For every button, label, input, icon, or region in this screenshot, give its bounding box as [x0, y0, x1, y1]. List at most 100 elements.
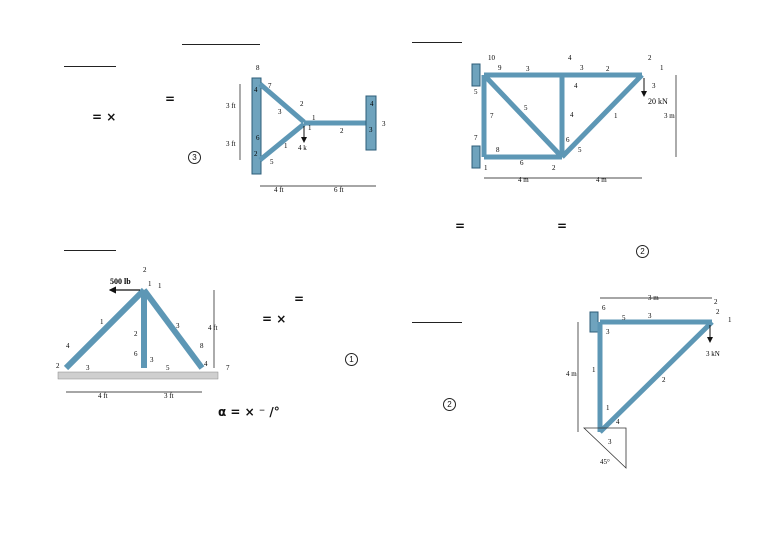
node-label: 4	[204, 360, 208, 368]
dof-label: 4	[568, 54, 572, 62]
truss-member	[258, 82, 306, 124]
node-label: 5	[474, 88, 478, 96]
dof-label: 7	[474, 134, 478, 142]
node-label: 4	[574, 82, 578, 90]
element-label: 3	[176, 322, 180, 330]
load-label: 500 lb	[110, 277, 131, 286]
dof-label: 7	[268, 82, 272, 90]
dof-label: 7	[226, 364, 230, 372]
dof-label: 4	[66, 342, 70, 350]
wall-support	[589, 311, 599, 333]
element-label: 3	[648, 312, 652, 320]
dof-label: 5	[622, 314, 626, 322]
equals-symbol: =	[455, 219, 466, 233]
element-label: 5	[524, 104, 528, 112]
node-label: 3	[652, 82, 656, 90]
dof-label: 1	[660, 64, 664, 72]
dof-label: 3	[382, 120, 386, 128]
node-label: 3	[369, 126, 373, 134]
dim-label: 4 m	[566, 370, 577, 378]
truss-member	[598, 320, 714, 434]
dim-label: 4 m	[518, 176, 529, 184]
element-label: 1	[592, 366, 596, 374]
element-label: 2	[662, 376, 666, 384]
dim-label: 3 ft	[164, 392, 174, 400]
dim-label: 4 ft	[274, 186, 284, 194]
load-label: 20 kN	[648, 97, 668, 106]
equals-times-symbols: = ×	[92, 110, 117, 124]
element-label: 2	[606, 65, 610, 73]
dof-label: 6	[602, 304, 606, 312]
truss-member	[63, 287, 147, 371]
dof-label: 4	[370, 100, 374, 108]
ground	[57, 371, 219, 380]
element-label: 7	[490, 112, 494, 120]
dof-label: 1	[158, 282, 162, 290]
dim-label: 3 ft	[226, 140, 236, 148]
dim-label: 3 m	[664, 112, 675, 120]
equals-symbol: =	[165, 92, 176, 106]
diagonal-member	[482, 73, 564, 159]
angle-label: 45°	[600, 458, 610, 466]
equals-symbol: =	[294, 292, 305, 306]
node-label: 1	[308, 124, 312, 132]
wall-support	[471, 63, 481, 87]
element-label: 1	[100, 318, 104, 326]
dim-label: 3 ft	[226, 102, 236, 110]
element-label: 4	[570, 111, 574, 119]
dof-label: 8	[256, 64, 260, 72]
dim-label: 6 ft	[334, 186, 344, 194]
node-label: 2	[552, 164, 556, 172]
wall-column	[251, 77, 262, 175]
dof-label: 3	[608, 438, 612, 446]
node-label: 2	[254, 150, 258, 158]
element-label: 1	[284, 142, 288, 150]
element-label: 3	[526, 65, 530, 73]
support-plate	[365, 95, 377, 151]
rule-top-middle	[182, 44, 260, 45]
rule-mid-left	[64, 250, 116, 251]
dof-label: 2	[143, 266, 147, 274]
element-label: 3	[278, 108, 282, 116]
dim-label: 4 m	[596, 176, 607, 184]
element-label: 6	[520, 159, 524, 167]
node-label: 4	[254, 86, 258, 94]
inclined-support	[583, 427, 627, 469]
diagonal-member	[560, 73, 644, 159]
element-label: 2	[340, 127, 344, 135]
dof-label: 5	[270, 158, 274, 166]
dof-label: 10	[488, 54, 496, 62]
node-label: 1	[484, 164, 488, 172]
circled-number: 3	[188, 151, 201, 164]
circled-number: 1	[345, 353, 358, 366]
element-label: 1	[614, 112, 618, 120]
dof-label: 8	[496, 146, 500, 154]
dof-label: 3	[580, 64, 584, 72]
dof-label: 4	[616, 418, 620, 426]
dof-label: 8	[200, 342, 204, 350]
rule-mid-right	[412, 322, 462, 323]
dim-label: 4 ft	[208, 324, 218, 332]
load-label: 4 k	[298, 144, 307, 152]
dof-label: 5	[578, 146, 582, 154]
alpha-equation: α = × ⁻ /°	[218, 405, 280, 419]
node-label: 3	[150, 356, 154, 364]
dof-label: 3	[86, 364, 90, 372]
dof-label: 2	[648, 54, 652, 62]
dof-label: 6	[256, 134, 260, 142]
rule-top-left	[64, 66, 116, 67]
circled-number: 2	[443, 398, 456, 411]
dof-label: 1	[312, 114, 316, 122]
node-label: 1	[148, 280, 152, 288]
truss-member	[141, 288, 205, 370]
wall-support	[471, 145, 481, 169]
dof-label: 6	[134, 350, 138, 358]
dim-label: 4 ft	[98, 392, 108, 400]
node-label: 1	[606, 404, 610, 412]
dof-label: 9	[498, 64, 502, 72]
rule-top-right	[412, 42, 462, 43]
